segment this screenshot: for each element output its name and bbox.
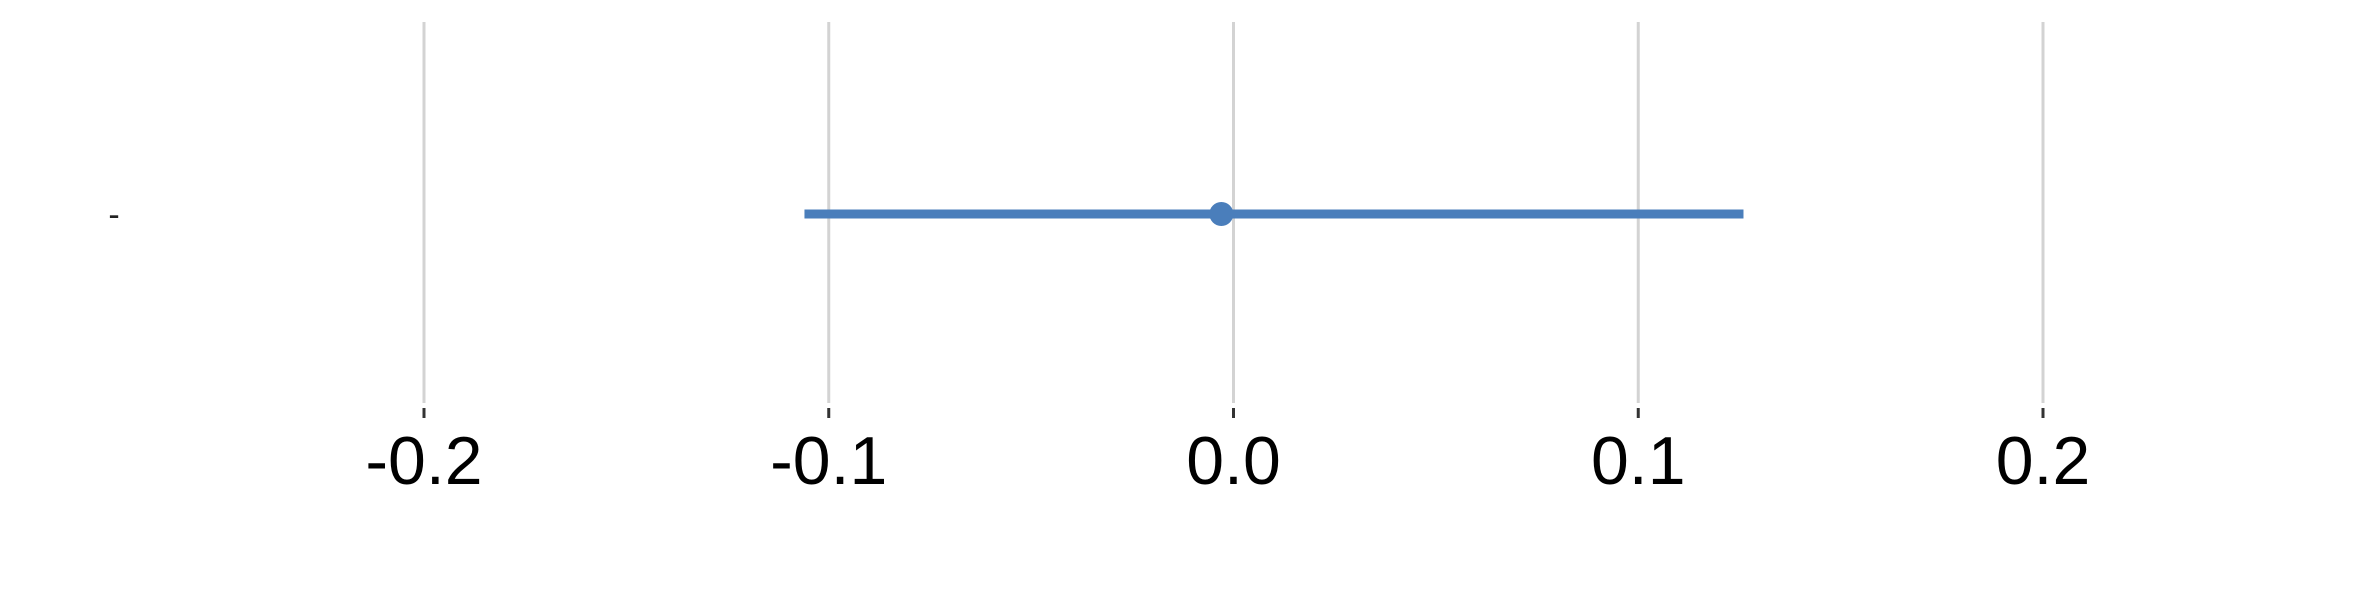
x-tick-label: 0.1 — [1591, 423, 1686, 499]
row-label: - — [108, 196, 119, 234]
x-tick-label: 0.2 — [1996, 423, 2091, 499]
point-estimate — [1209, 202, 1234, 226]
x-axis-ticks — [422, 408, 2045, 418]
x-tick-label: 0.0 — [1186, 423, 1281, 499]
x-tick-label: -0.2 — [365, 423, 482, 499]
y-axis-labels: - — [108, 196, 119, 234]
data-marks — [804, 202, 1744, 226]
x-axis-tick-labels: -0.2 -0.1 0.0 0.1 0.2 — [365, 423, 2090, 499]
x-tick-label: -0.1 — [770, 423, 887, 499]
